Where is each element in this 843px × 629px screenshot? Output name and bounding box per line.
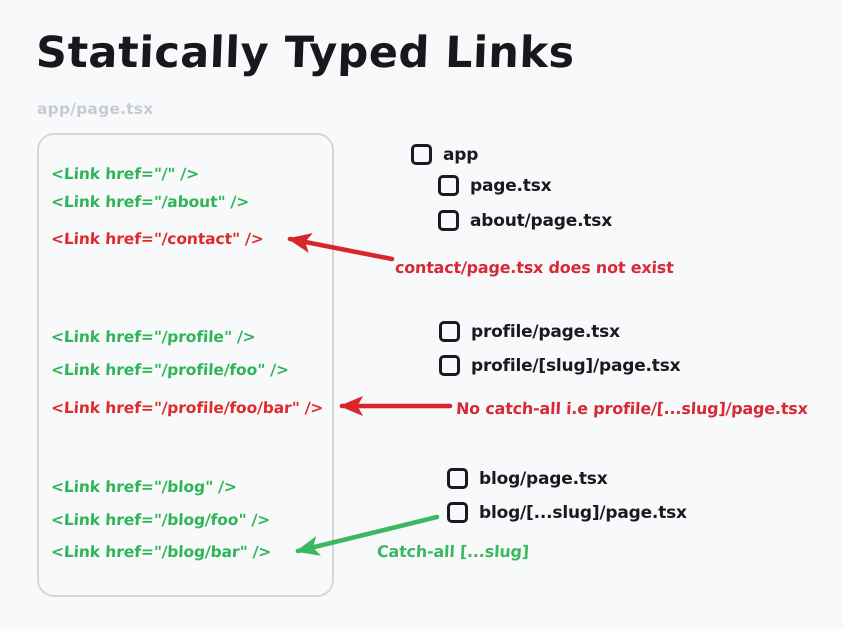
annotation-text: Catch-all [...slug] [376,542,530,561]
page-title: Statically Typed Links [35,28,576,78]
file-tree-label: blog/page.tsx [479,468,608,489]
file-tree-row[interactable]: profile/[slug]/page.tsx [439,355,681,376]
checkbox-icon[interactable] [447,502,468,523]
code-card-caption: app/page.tsx [37,100,154,118]
code-line: <Link href="/profile/foo/bar" /> [50,399,324,417]
file-tree-label: about/page.tsx [470,210,612,231]
file-tree-label: profile/[slug]/page.tsx [471,355,681,376]
file-tree-row[interactable]: blog/[...slug]/page.tsx [447,502,687,523]
code-line: <Link href="/" /> [50,165,200,183]
code-line: <Link href="/contact" /> [50,230,265,248]
file-tree-label: blog/[...slug]/page.tsx [479,502,687,523]
code-card [37,133,334,597]
checkbox-icon[interactable] [439,321,460,342]
annotation-text: No catch-all i.e profile/[...slug]/page.… [455,399,809,418]
file-tree-label: page.tsx [470,175,552,196]
file-tree-label: profile/page.tsx [471,321,620,342]
code-line: <Link href="/blog" /> [50,478,238,496]
code-line: <Link href="/profile" /> [50,328,257,346]
file-tree-row[interactable]: page.tsx [438,175,552,196]
file-tree-label: app [443,144,479,165]
checkbox-icon[interactable] [411,144,432,165]
file-tree-row[interactable]: blog/page.tsx [447,468,608,489]
annotation-text: contact/page.tsx does not exist [394,258,675,277]
file-tree-row[interactable]: app [411,144,478,165]
code-line: <Link href="/about" /> [50,193,250,211]
checkbox-icon[interactable] [447,468,468,489]
checkbox-icon[interactable] [438,175,459,196]
code-line: <Link href="/blog/foo" /> [50,511,271,529]
file-tree-row[interactable]: profile/page.tsx [439,321,620,342]
code-line-list: <Link href="/" /> <Link href="/about" /> <… [51,133,351,597]
code-line: <Link href="/profile/foo" /> [50,361,290,379]
checkbox-icon[interactable] [439,355,460,376]
checkbox-icon[interactable] [438,210,459,231]
code-line: <Link href="/blog/bar" /> [50,543,272,561]
file-tree-row[interactable]: about/page.tsx [438,210,612,231]
